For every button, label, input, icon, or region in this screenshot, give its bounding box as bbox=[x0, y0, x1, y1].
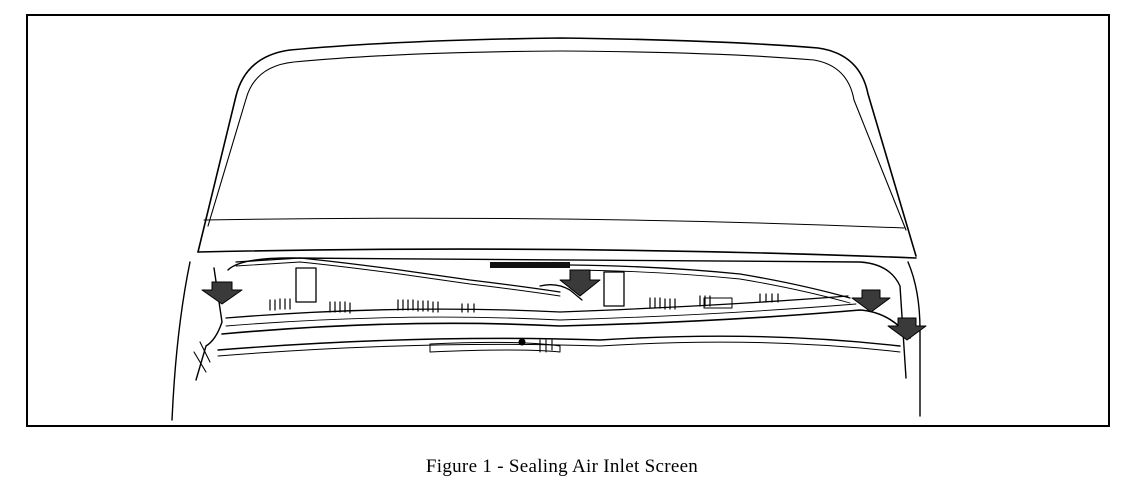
screen-clip bbox=[703, 297, 733, 309]
air-inlet-screen bbox=[217, 293, 911, 357]
screen-front-edge bbox=[221, 309, 911, 339]
cowl-weather-strip bbox=[217, 335, 901, 351]
right-wiper-arm bbox=[569, 264, 851, 299]
arrow-right-upper bbox=[851, 289, 891, 313]
screen-mid-line bbox=[225, 303, 857, 327]
right-wiper-arm-2 bbox=[569, 269, 851, 304]
left-wiper-pivot bbox=[295, 267, 317, 303]
right-wiper-blade bbox=[490, 262, 570, 268]
arrow-center bbox=[559, 269, 601, 297]
windshield-lower-trim bbox=[203, 217, 905, 229]
left-cowl-edge bbox=[195, 267, 223, 381]
washer-hose bbox=[539, 284, 583, 301]
windshield-lower-edge bbox=[197, 248, 917, 259]
wipers bbox=[235, 257, 851, 307]
right-fender-line bbox=[907, 261, 921, 417]
windshield bbox=[197, 37, 917, 259]
drain-tabs bbox=[539, 339, 553, 353]
cowl-top-line bbox=[227, 257, 907, 379]
screen-slots bbox=[269, 293, 779, 314]
left-hinge bbox=[193, 341, 211, 373]
left-wiper-blade-2 bbox=[235, 261, 561, 297]
screen-rear-edge bbox=[225, 295, 849, 319]
left-fender-line bbox=[171, 261, 191, 421]
figure-frame bbox=[26, 14, 1110, 427]
cowl-weather-strip-2 bbox=[217, 341, 901, 357]
callout-arrows bbox=[201, 269, 927, 341]
arrow-left-corner bbox=[201, 281, 243, 305]
right-wiper-pivot bbox=[603, 271, 625, 307]
fastener-1 bbox=[518, 338, 526, 346]
windshield-inner-edge bbox=[207, 50, 907, 231]
arrow-right-lower bbox=[887, 317, 927, 341]
windshield-outer-edge bbox=[197, 37, 917, 257]
lower-panel-edge bbox=[429, 341, 561, 353]
figure-caption: Figure 1 - Sealing Air Inlet Screen bbox=[425, 456, 699, 477]
left-wiper-blade bbox=[235, 257, 561, 293]
